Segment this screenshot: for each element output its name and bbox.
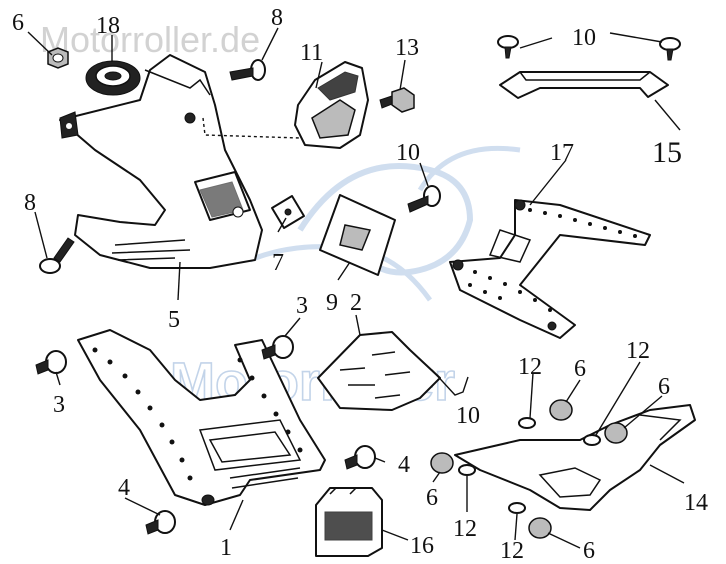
bolt-part-4-left bbox=[145, 510, 176, 535]
floor-panel-part-1 bbox=[77, 329, 326, 506]
callout-10-top: 10 bbox=[572, 25, 596, 51]
nut-part-6-d bbox=[528, 517, 552, 539]
bearing-part-18 bbox=[85, 60, 141, 96]
callout-11: 11 bbox=[300, 40, 323, 66]
callout-4-right: 4 bbox=[398, 452, 410, 478]
callout-8-top: 8 bbox=[271, 5, 283, 31]
watermark-site-text: Motorroller.de bbox=[40, 19, 260, 60]
callout-12-d: 12 bbox=[500, 538, 524, 564]
callout-6-d: 6 bbox=[426, 485, 438, 511]
callout-12-c: 12 bbox=[453, 516, 477, 542]
tray-part-2 bbox=[317, 331, 441, 411]
screw-part-8-top bbox=[229, 59, 266, 81]
callout-6-b: 6 bbox=[574, 356, 586, 382]
callout-8-left: 8 bbox=[24, 190, 36, 216]
callout-4-left: 4 bbox=[118, 475, 130, 501]
callout-10-low: 10 bbox=[456, 403, 480, 429]
battery-part-16 bbox=[315, 487, 383, 557]
callout-13: 13 bbox=[395, 35, 419, 61]
callout-16: 16 bbox=[410, 533, 434, 559]
washer-part-12-d bbox=[508, 502, 526, 514]
callout-5: 5 bbox=[168, 307, 180, 333]
callout-14: 14 bbox=[684, 490, 708, 516]
callout-2: 2 bbox=[350, 290, 362, 316]
callout-6-e: 6 bbox=[583, 538, 595, 564]
leader-lines bbox=[27, 27, 685, 549]
screw-part-10-top-right bbox=[659, 37, 681, 61]
nut-part-6-a bbox=[549, 399, 573, 421]
callout-3-right: 3 bbox=[296, 293, 308, 319]
bolt-part-3-left bbox=[35, 350, 67, 375]
bolt-part-4-right bbox=[344, 445, 376, 470]
callout-18: 18 bbox=[96, 13, 120, 39]
bolt-part-3-right bbox=[261, 335, 294, 360]
callout-9: 9 bbox=[326, 290, 338, 316]
callout-labels: 6 18 8 11 13 10 15 10 17 8 7 9 5 3 2 3 4… bbox=[12, 5, 708, 564]
washer-part-12-c bbox=[458, 464, 476, 476]
washer-part-12-b bbox=[583, 434, 601, 446]
callout-15: 15 bbox=[652, 136, 682, 169]
bracket-part-15 bbox=[499, 71, 669, 99]
callout-12-b: 12 bbox=[626, 338, 650, 364]
callout-6-top: 6 bbox=[12, 10, 24, 36]
callout-6-c: 6 bbox=[658, 374, 670, 400]
cover-part-11 bbox=[294, 61, 369, 149]
callout-1: 1 bbox=[220, 535, 232, 561]
washer-part-12-a bbox=[518, 417, 536, 429]
screw-part-10-mid bbox=[407, 185, 441, 213]
plate-part-9 bbox=[319, 194, 396, 276]
callout-10-mid: 10 bbox=[396, 140, 420, 166]
nut-part-6-c bbox=[430, 452, 454, 474]
bracket-part-17 bbox=[449, 199, 651, 339]
callout-7: 7 bbox=[272, 250, 284, 276]
front-panel-part-5 bbox=[59, 54, 301, 269]
clip-part-7 bbox=[271, 195, 305, 229]
screw-part-10-top-left bbox=[497, 35, 519, 59]
screw-part-8-left bbox=[39, 237, 75, 274]
callout-3-left: 3 bbox=[53, 392, 65, 418]
callout-17: 17 bbox=[550, 140, 574, 166]
bolt-part-13 bbox=[379, 87, 415, 113]
nut-part-6-top bbox=[47, 47, 69, 69]
nut-part-6-b bbox=[604, 422, 628, 444]
callout-12-a: 12 bbox=[518, 354, 542, 380]
lower-bracket-part-14 bbox=[454, 404, 696, 511]
